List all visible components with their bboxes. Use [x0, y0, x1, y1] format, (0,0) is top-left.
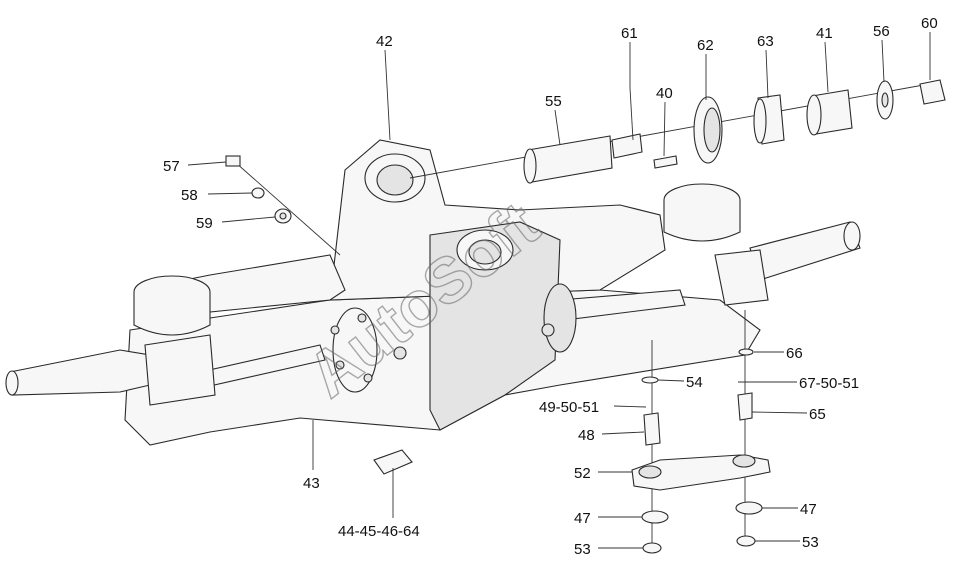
- part-53-cap-left: [642, 542, 662, 554]
- part-55-pin: [527, 135, 613, 183]
- part-54-ring: [641, 376, 659, 384]
- label-58: 58: [181, 187, 198, 204]
- label-41: 41: [816, 25, 833, 42]
- part-53-cap-right: [736, 535, 756, 547]
- axle-housing: [5, 139, 861, 446]
- leader-lines: [187, 32, 931, 549]
- label-53-right: 53: [802, 534, 819, 551]
- label-40: 40: [656, 85, 673, 102]
- label-65: 65: [809, 406, 826, 423]
- label-66: 66: [786, 345, 803, 362]
- part-60-nut: [919, 79, 946, 105]
- label-52: 52: [574, 465, 591, 482]
- label-49-50-51: 49-50-51: [539, 399, 599, 416]
- part-44-block: [373, 449, 413, 475]
- label-59: 59: [196, 215, 213, 232]
- label-48: 48: [578, 427, 595, 444]
- label-55: 55: [545, 93, 562, 110]
- label-47-right: 47: [800, 501, 817, 518]
- label-62: 62: [697, 37, 714, 54]
- label-47-left: 47: [574, 510, 591, 527]
- part-47-bearing-right: [735, 501, 763, 515]
- part-47-bearing-left: [641, 510, 669, 524]
- label-67-50-51: 67-50-51: [799, 375, 859, 392]
- label-54: 54: [686, 374, 703, 391]
- label-56: 56: [873, 23, 890, 40]
- label-53-left: 53: [574, 541, 591, 558]
- part-labels: 42 61 62 63 41 56 60 55 40 57 58 59 66 5…: [163, 15, 938, 558]
- part-66-ring: [738, 348, 754, 356]
- bolt-group: [225, 155, 341, 256]
- label-42: 42: [376, 33, 393, 50]
- label-57: 57: [163, 158, 180, 175]
- label-60: 60: [921, 15, 938, 32]
- label-63: 63: [757, 33, 774, 50]
- label-61: 61: [621, 25, 638, 42]
- label-44-45-46-64: 44-45-46-64: [338, 523, 420, 540]
- part-58-washer: [251, 187, 265, 199]
- part-57-bolt: [225, 155, 241, 167]
- pivot-pin-stack: [409, 79, 946, 184]
- part-48-bushing: [643, 412, 661, 446]
- part-61-cotter: [629, 87, 634, 141]
- part-40-screw: [653, 155, 678, 169]
- part-65-bushing: [737, 392, 753, 421]
- label-43: 43: [303, 475, 320, 492]
